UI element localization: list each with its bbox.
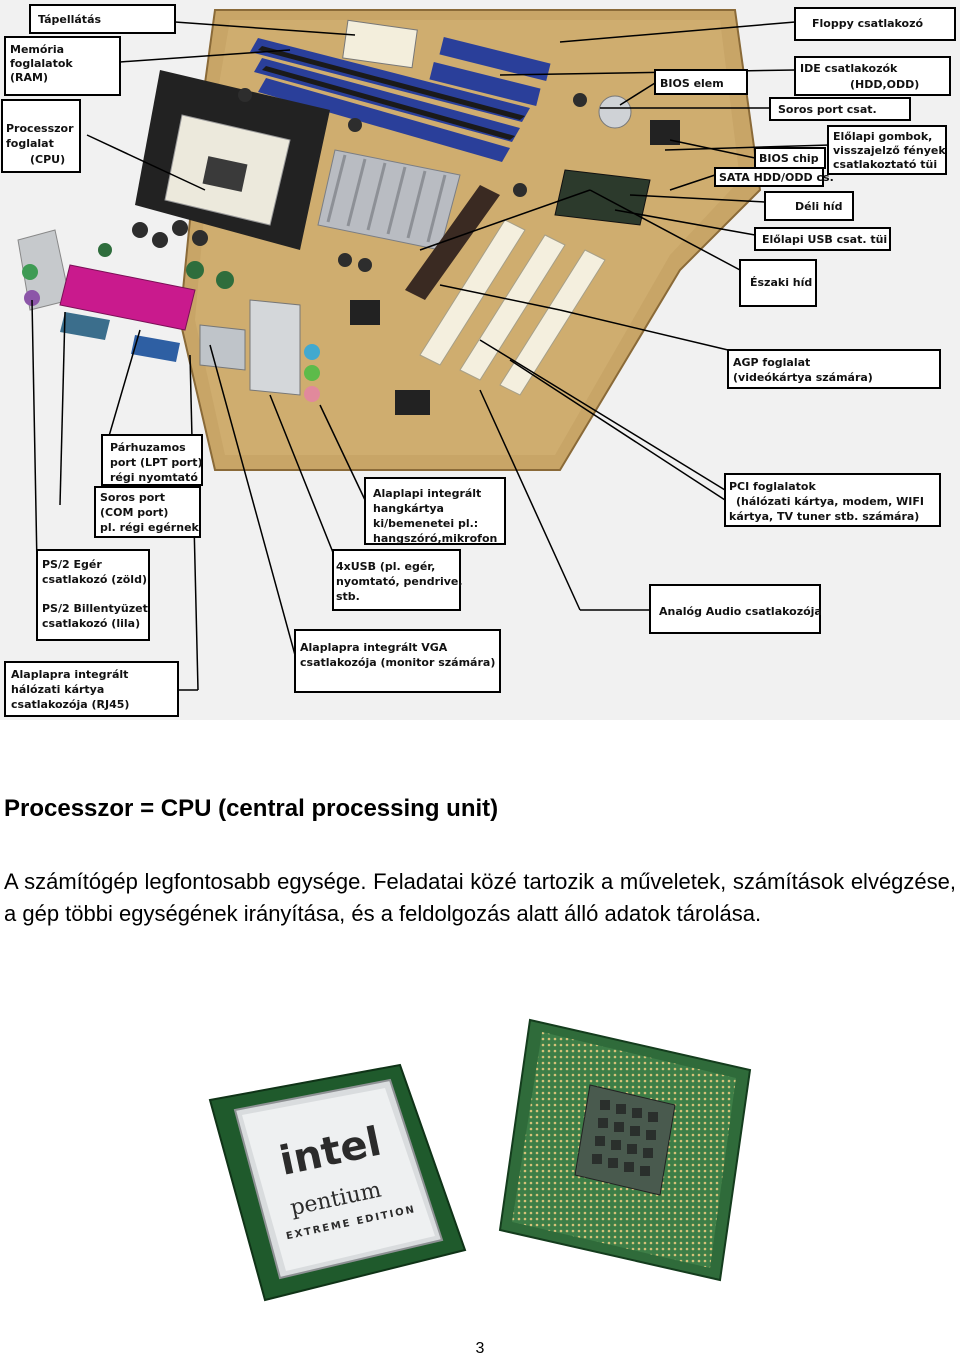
callout-elolapi-gombok: Előlapi gombok, [833,130,932,143]
callout-ps2: csatlakozó (lila) [42,617,140,630]
callout-rj45: hálózati kártya [11,683,104,696]
callout-memoria: (RAM) [10,71,48,84]
callout-processzor: (CPU) [30,153,65,166]
svg-text:Tápellátás: Tápellátás [38,13,101,26]
callout-vga: Alaplapra integrált VGA [300,641,448,654]
callout-hangkartya: hangkártya [373,502,444,515]
cpu-back [498,1018,752,1282]
callout-pci: (hálózati kártya, modem, WIFI [736,495,924,508]
callout-parhuzamos: port (LPT port) [110,456,203,469]
callout-processzor: foglalat [6,137,54,150]
callout-tapellatas: Tápellátás [38,13,101,26]
svg-text:BIOS chip: BIOS chip [759,152,819,165]
callout-ide: (HDD,ODD) [850,78,919,91]
callout-labels: Tápellátás Memória foglalatok (RAM) Proc… [6,13,950,711]
svg-text:PS/2 Egér csatlakozó (zö: PS/2 Egér csatlakozó (zöld) PS/2 Billent… [42,558,152,630]
callout-rj45: Alaplapra integrált [11,668,128,681]
svg-text:Előlapi gombok, visszaje: Előlapi gombok, visszajelző fények csatl… [833,130,950,171]
svg-text:Alaplapra integrált háló: Alaplapra integrált hálózati kártya csat… [11,668,132,711]
section-heading: Processzor = CPU (central processing uni… [4,795,499,822]
callout-elolapi-gombok: visszajelző fények [833,144,946,157]
svg-text:IDE csatlakozók (HDD,ODD: IDE csatlakozók (HDD,ODD) [800,62,919,91]
callout-usb4: nyomtató, pendrive, [336,575,463,588]
svg-text:Floppy csatlakozó: Floppy csatlakozó [812,17,924,30]
callout-memoria: foglalatok [10,57,73,70]
callout-parhuzamos: régi nyomtató [110,471,198,484]
cpu-front: intel pentium EXTREME EDITION [208,1063,467,1302]
callout-boxes [1,4,956,717]
callout-agp: (videókártya számára) [733,371,873,384]
callout-analog-audio: Analóg Audio csatlakozója [659,605,822,618]
motherboard-photo [17,9,762,471]
callout-ps2: PS/2 Egér [42,558,102,571]
callout-processzor: Processzor [6,122,74,135]
svg-text:Párhuzamos port (LPT por: Párhuzamos port (LPT port) régi nyomtató [110,441,206,484]
callout-deli-hid: Déli híd [795,200,842,213]
svg-text:Déli híd: Déli híd [795,200,842,213]
svg-text:Soros port (COM port): Soros port (COM port) pl. régi egérnek [100,491,200,534]
body-paragraph: A számítógép legfontosabb egysége. Felad… [4,869,956,926]
callout-soros-com: (COM port) [100,506,168,519]
svg-text:Északi híd: Északi híd [750,276,812,289]
callout-elolapi-usb: Előlapi USB csat. tüi [762,233,887,246]
callout-soros-port-csat: Soros port csat. [778,103,877,116]
callout-ide: IDE csatlakozók [800,62,898,75]
callout-parhuzamos: Párhuzamos [110,441,186,454]
page-number: 3 [475,1340,485,1357]
svg-text:Processzor foglalat: Processzor foglalat (CPU) [6,122,77,166]
callout-elolapi-gombok: csatlakoztató tüi [833,158,937,171]
callout-memoria: Memória [10,43,64,56]
cpu-photo: intel pentium EXTREME EDITION [208,1018,752,1302]
callout-ps2: PS/2 Billentyüzet [42,602,148,615]
callout-soros-com: Soros port [100,491,165,504]
leader-lines [31,21,831,691]
callout-hangkartya: Alaplapi integrált [373,487,481,500]
svg-text:Előlapi USB csat. tüi: Előlapi USB csat. tüi [762,233,887,246]
callout-rj45: csatlakozója (RJ45) [11,698,129,711]
svg-text:Analóg Audio csatlakozója: Analóg Audio csatlakozója [659,605,822,618]
callout-floppy: Floppy csatlakozó [812,17,924,30]
callout-eszaki-hid: Északi híd [750,276,812,289]
callout-vga: csatlakozója (monitor számára) [300,656,495,669]
callout-usb4: 4xUSB (pl. egér, [336,560,435,573]
callout-usb4: stb. [336,590,360,603]
callout-sata: SATA HDD/ODD cs. [719,171,834,184]
callout-pci: PCI foglalatok [729,480,816,493]
callout-bios-elem: BIOS elem [660,77,724,90]
callout-agp: AGP foglalat [733,356,810,369]
callout-bios-chip: BIOS chip [759,152,819,165]
svg-text:PCI foglalatok (hálózati: PCI foglalatok (hálózati kártya, modem, … [729,480,928,523]
callout-soros-com: pl. régi egérnek [100,521,200,534]
svg-text:4xUSB (pl. egér, nyomtat: 4xUSB (pl. egér, nyomtató, pendrive, stb… [336,560,466,603]
svg-text:BIOS elem: BIOS elem [660,77,724,90]
svg-text:SATA HDD/ODD cs.: SATA HDD/ODD cs. [719,171,834,184]
motherboard-figure: Tápellátás Memória foglalatok (RAM) Proc… [0,0,960,720]
svg-text:Memória foglalatok: Memória foglalatok (RAM) [10,43,77,84]
svg-text:AGP foglalat (videókárty: AGP foglalat (videókártya számára) [733,356,873,384]
svg-text:Alaplapi integrált hangk: Alaplapi integrált hangkártya ki/bemenet… [373,487,497,545]
callout-ps2: csatlakozó (zöld) [42,573,147,586]
callout-hangkartya: ki/bemenetei pl.: [373,517,478,530]
callout-hangkartya: hangszóró,mikrofon [373,532,497,545]
svg-text:Soros port csat.: Soros port csat. [778,103,877,116]
callout-pci: kártya, TV tuner stb. számára) [729,510,919,523]
svg-text:Alaplapra integrált VGA: Alaplapra integrált VGA csatlakozója (mo… [300,641,495,669]
